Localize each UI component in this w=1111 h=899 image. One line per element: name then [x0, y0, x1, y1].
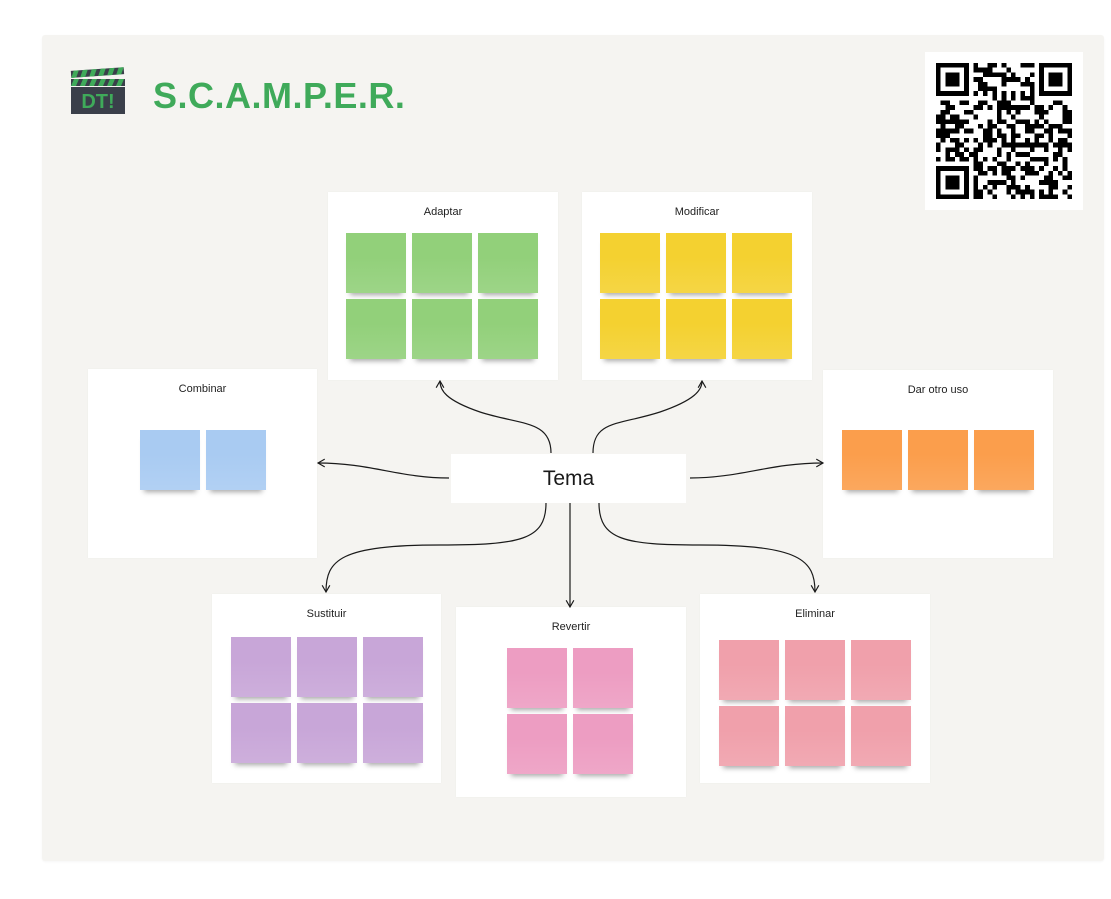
- logo-text: DT!: [81, 91, 114, 113]
- sticky-note[interactable]: [732, 233, 792, 293]
- sticky-note[interactable]: [231, 637, 291, 697]
- sticky-note[interactable]: [346, 299, 406, 359]
- sticky-note[interactable]: [851, 706, 911, 766]
- sticky-note[interactable]: [573, 714, 633, 774]
- clapperboard-icon: DT!: [70, 67, 126, 115]
- sticky-note[interactable]: [785, 706, 845, 766]
- sticky-note[interactable]: [573, 648, 633, 708]
- board-title: S.C.A.M.P.E.R.: [153, 75, 406, 116]
- sticky-note[interactable]: [507, 648, 567, 708]
- frame-modificar[interactable]: Modificar: [582, 192, 812, 380]
- frame-title: Dar otro uso: [907, 384, 969, 396]
- sticky-note[interactable]: [666, 233, 726, 293]
- sticky-note[interactable]: [412, 299, 472, 359]
- sticky-note[interactable]: [478, 299, 538, 359]
- frame-sustituir[interactable]: Sustituir: [212, 594, 441, 783]
- sticky-note[interactable]: [346, 233, 406, 293]
- sticky-note[interactable]: [719, 640, 779, 700]
- sticky-note[interactable]: [974, 430, 1034, 490]
- sticky-note[interactable]: [908, 430, 968, 490]
- sticky-note[interactable]: [412, 233, 472, 293]
- frame-title: Eliminar: [795, 608, 835, 620]
- sticky-note[interactable]: [785, 640, 845, 700]
- sticky-note[interactable]: [363, 703, 423, 763]
- qr-code-icon: [936, 63, 1072, 199]
- sticky-note[interactable]: [666, 299, 726, 359]
- sticky-note[interactable]: [478, 233, 538, 293]
- sticky-note[interactable]: [851, 640, 911, 700]
- sticky-note[interactable]: [719, 706, 779, 766]
- frame-title: Combinar: [178, 383, 227, 395]
- central-topic-label: Tema: [542, 466, 595, 490]
- frame-eliminar[interactable]: Eliminar: [700, 594, 930, 783]
- frame-title: Modificar: [674, 206, 720, 218]
- sticky-note[interactable]: [206, 430, 266, 490]
- frame-title: Adaptar: [423, 206, 463, 218]
- sticky-note[interactable]: [231, 703, 291, 763]
- sticky-note[interactable]: [600, 299, 660, 359]
- sticky-note[interactable]: [732, 299, 792, 359]
- frame-dar-otro-uso[interactable]: Dar otro uso: [823, 370, 1053, 558]
- sticky-note[interactable]: [297, 637, 357, 697]
- sticky-note[interactable]: [507, 714, 567, 774]
- sticky-note[interactable]: [140, 430, 200, 490]
- frame-combinar[interactable]: Combinar: [88, 369, 317, 558]
- frame-revertir[interactable]: Revertir: [456, 607, 686, 797]
- sticky-note[interactable]: [842, 430, 902, 490]
- frame-title: Sustituir: [306, 608, 347, 620]
- sticky-note[interactable]: [600, 233, 660, 293]
- sticky-note[interactable]: [297, 703, 357, 763]
- central-topic-node[interactable]: Tema: [451, 454, 686, 503]
- qr-code-card[interactable]: [925, 52, 1083, 210]
- sticky-note[interactable]: [363, 637, 423, 697]
- frame-adaptar[interactable]: Adaptar: [328, 192, 558, 380]
- frame-title: Revertir: [551, 621, 591, 633]
